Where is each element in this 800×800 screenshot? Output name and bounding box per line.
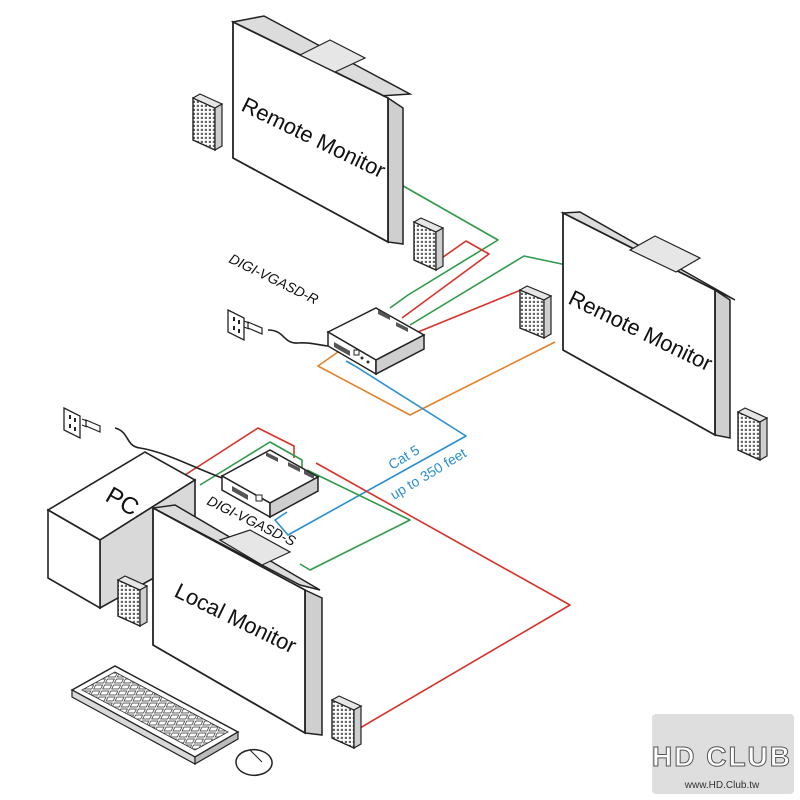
cable-green-remote-top <box>389 182 499 309</box>
cable-red-local-speaker <box>315 462 571 729</box>
speaker-icon <box>412 217 445 272</box>
remote-monitor-top: Remote Monitor <box>230 15 413 245</box>
speaker-icon <box>736 407 769 462</box>
local-monitor: Local Monitor <box>150 504 323 736</box>
cable-power-sender <box>114 427 223 479</box>
power-outlet-icon <box>63 406 81 440</box>
watermark-logo: HD CLUB <box>652 741 792 772</box>
speaker-icon <box>116 575 149 628</box>
speaker-icon <box>330 695 363 750</box>
mouse-icon <box>235 748 273 776</box>
receiver-unit <box>326 307 426 376</box>
keyboard-icon <box>70 665 240 766</box>
watermark-url: www.HD.Club.tw <box>684 780 760 791</box>
power-outlet-icon <box>227 308 245 342</box>
cable-power-receiver <box>267 329 329 347</box>
power-plug-icon <box>81 418 101 433</box>
hd-club-watermark: HD CLUB www.HD.Club.tw <box>652 714 794 794</box>
power-plug-icon <box>243 320 263 335</box>
speaker-icon <box>191 93 224 152</box>
cable-red-remote-top <box>401 240 490 319</box>
speaker-icon <box>518 285 553 340</box>
cable-orange-remote <box>317 341 556 416</box>
cable-green-local-monitor <box>299 469 411 571</box>
sender-unit <box>220 449 320 519</box>
cable-green-local-pc <box>199 441 303 486</box>
cat5-label: Cat 5 <box>385 442 422 473</box>
receiver-label: DIGI-VGASD-R <box>227 250 321 307</box>
remote-monitor-right: Remote Monitor <box>560 211 736 439</box>
cable-cat5 <box>274 360 467 536</box>
cable-red-local-pc <box>184 427 295 476</box>
